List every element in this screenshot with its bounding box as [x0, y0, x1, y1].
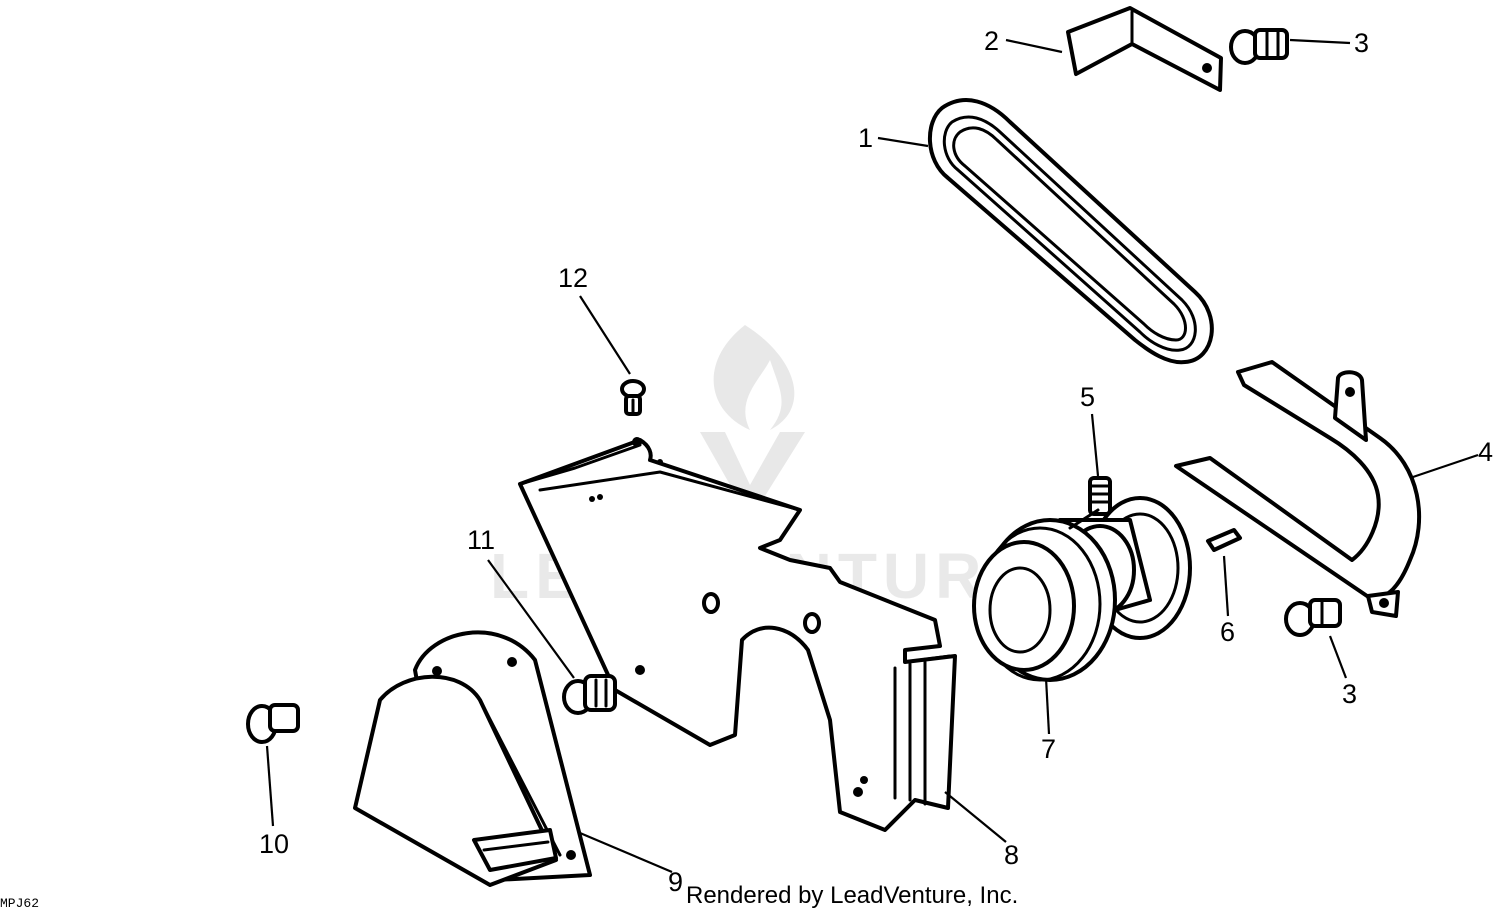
part-6-key	[1206, 528, 1242, 552]
leader-10	[265, 745, 275, 827]
v-logo-icon	[700, 432, 805, 520]
leader-12	[579, 295, 631, 375]
callout-7: 7	[1041, 734, 1056, 764]
leader-3-top	[1289, 38, 1351, 45]
part-10-bolt	[246, 703, 300, 744]
credit-text: Rendered by LeadVenture, Inc.	[686, 882, 1018, 909]
callout-6: 6	[1220, 617, 1235, 647]
flame-logo-icon	[713, 325, 795, 430]
part-5-set-screw	[1088, 476, 1112, 516]
part-2-bracket	[1066, 6, 1223, 92]
callout-10: 10	[259, 829, 289, 859]
part-1-belt	[928, 98, 1214, 365]
leader-3-lower	[1328, 635, 1348, 679]
leader-1	[877, 136, 929, 148]
leader-8	[944, 791, 1007, 843]
part-9-cover	[353, 630, 592, 887]
part-12-screw	[620, 379, 646, 416]
part-4-belt-guard	[1174, 360, 1422, 618]
leader-7	[1044, 677, 1051, 735]
callout-11: 11	[467, 525, 495, 555]
leader-2	[1005, 38, 1063, 54]
leader-4	[1409, 453, 1479, 480]
part-8-shield	[518, 437, 957, 832]
part-3-bolt-top	[1229, 28, 1289, 65]
callout-1: 1	[858, 123, 873, 153]
callout-9: 9	[668, 867, 683, 897]
figure-code: MPJ62	[0, 896, 39, 911]
callout-3-top: 3	[1354, 28, 1369, 58]
leader-5	[1090, 413, 1100, 477]
leader-lines	[265, 38, 1479, 874]
part-7-pulley	[972, 496, 1192, 682]
callout-2: 2	[984, 26, 999, 56]
leader-9	[579, 831, 673, 874]
part-3-bolt-lower	[1284, 598, 1342, 637]
part-11-nut	[562, 674, 617, 715]
callout-8: 8	[1004, 840, 1019, 870]
callout-5: 5	[1080, 382, 1095, 412]
callout-4: 4	[1478, 437, 1493, 467]
callout-labels: 1 2 3 3 4 5 6 7 8 9 10 11 12	[259, 26, 1493, 897]
leader-6	[1222, 555, 1230, 617]
callout-3-lower: 3	[1342, 679, 1357, 709]
callout-12: 12	[558, 263, 588, 293]
leader-11	[487, 559, 575, 679]
